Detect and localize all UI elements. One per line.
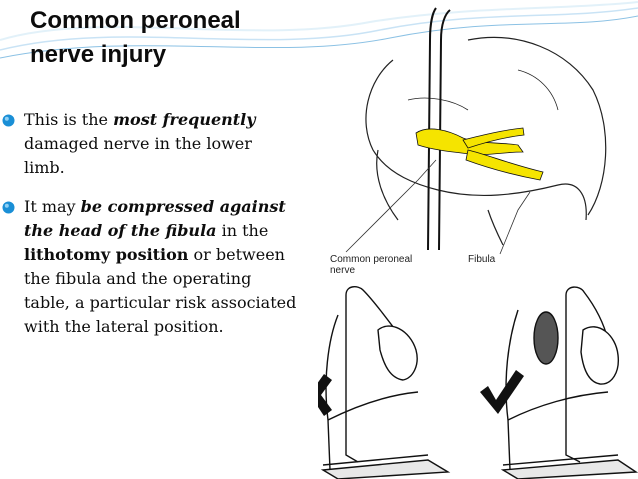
label-fibula: Fibula <box>468 254 496 265</box>
title-line-2: nerve injury <box>30 41 167 68</box>
bullet-2-text-a: It may <box>24 197 81 216</box>
label-leader-lines <box>345 159 531 255</box>
stirrup-pole <box>427 7 451 251</box>
cross-icon <box>318 374 332 416</box>
medical-illustration: Common peroneal nerve Fibula <box>318 7 638 479</box>
bullet-2-emphasis-lithotomy: lithotomy position <box>24 245 189 264</box>
bullet-item-2: It may be compressed against the head of… <box>2 195 297 339</box>
bullet-2-text-c: or between the fibula and the operating … <box>24 245 297 336</box>
bullet-marker-icon <box>2 201 15 214</box>
bullet-1-text-b: damaged nerve in the lower limb. <box>24 134 252 177</box>
bullet-1-text-a: This is the <box>24 110 114 129</box>
title-line-1: Common peroneal <box>30 7 241 34</box>
correct-position-illustration <box>500 286 638 479</box>
incorrect-position-illustration <box>320 286 451 479</box>
slide-title: Common peroneal nerve injury <box>30 4 320 72</box>
label-nerve-line1: Common peroneal <box>330 254 412 265</box>
check-icon <box>480 370 524 414</box>
label-nerve-line2: nerve <box>330 265 355 276</box>
bullet-item-1: This is the most frequently damaged nerv… <box>2 108 297 180</box>
knee-illustration <box>365 36 607 246</box>
bullet-1-emphasis: most frequently <box>113 110 256 129</box>
bullet-2-text-b: in the <box>216 221 269 240</box>
header-wave-decoration <box>0 1 638 59</box>
bullet-marker-icon <box>2 114 15 127</box>
bullet-list: This is the most frequently damaged nerv… <box>2 108 297 354</box>
bullet-2-emphasis-compressed: be compressed against the head of the fi… <box>24 197 286 240</box>
common-peroneal-nerve <box>415 127 544 181</box>
